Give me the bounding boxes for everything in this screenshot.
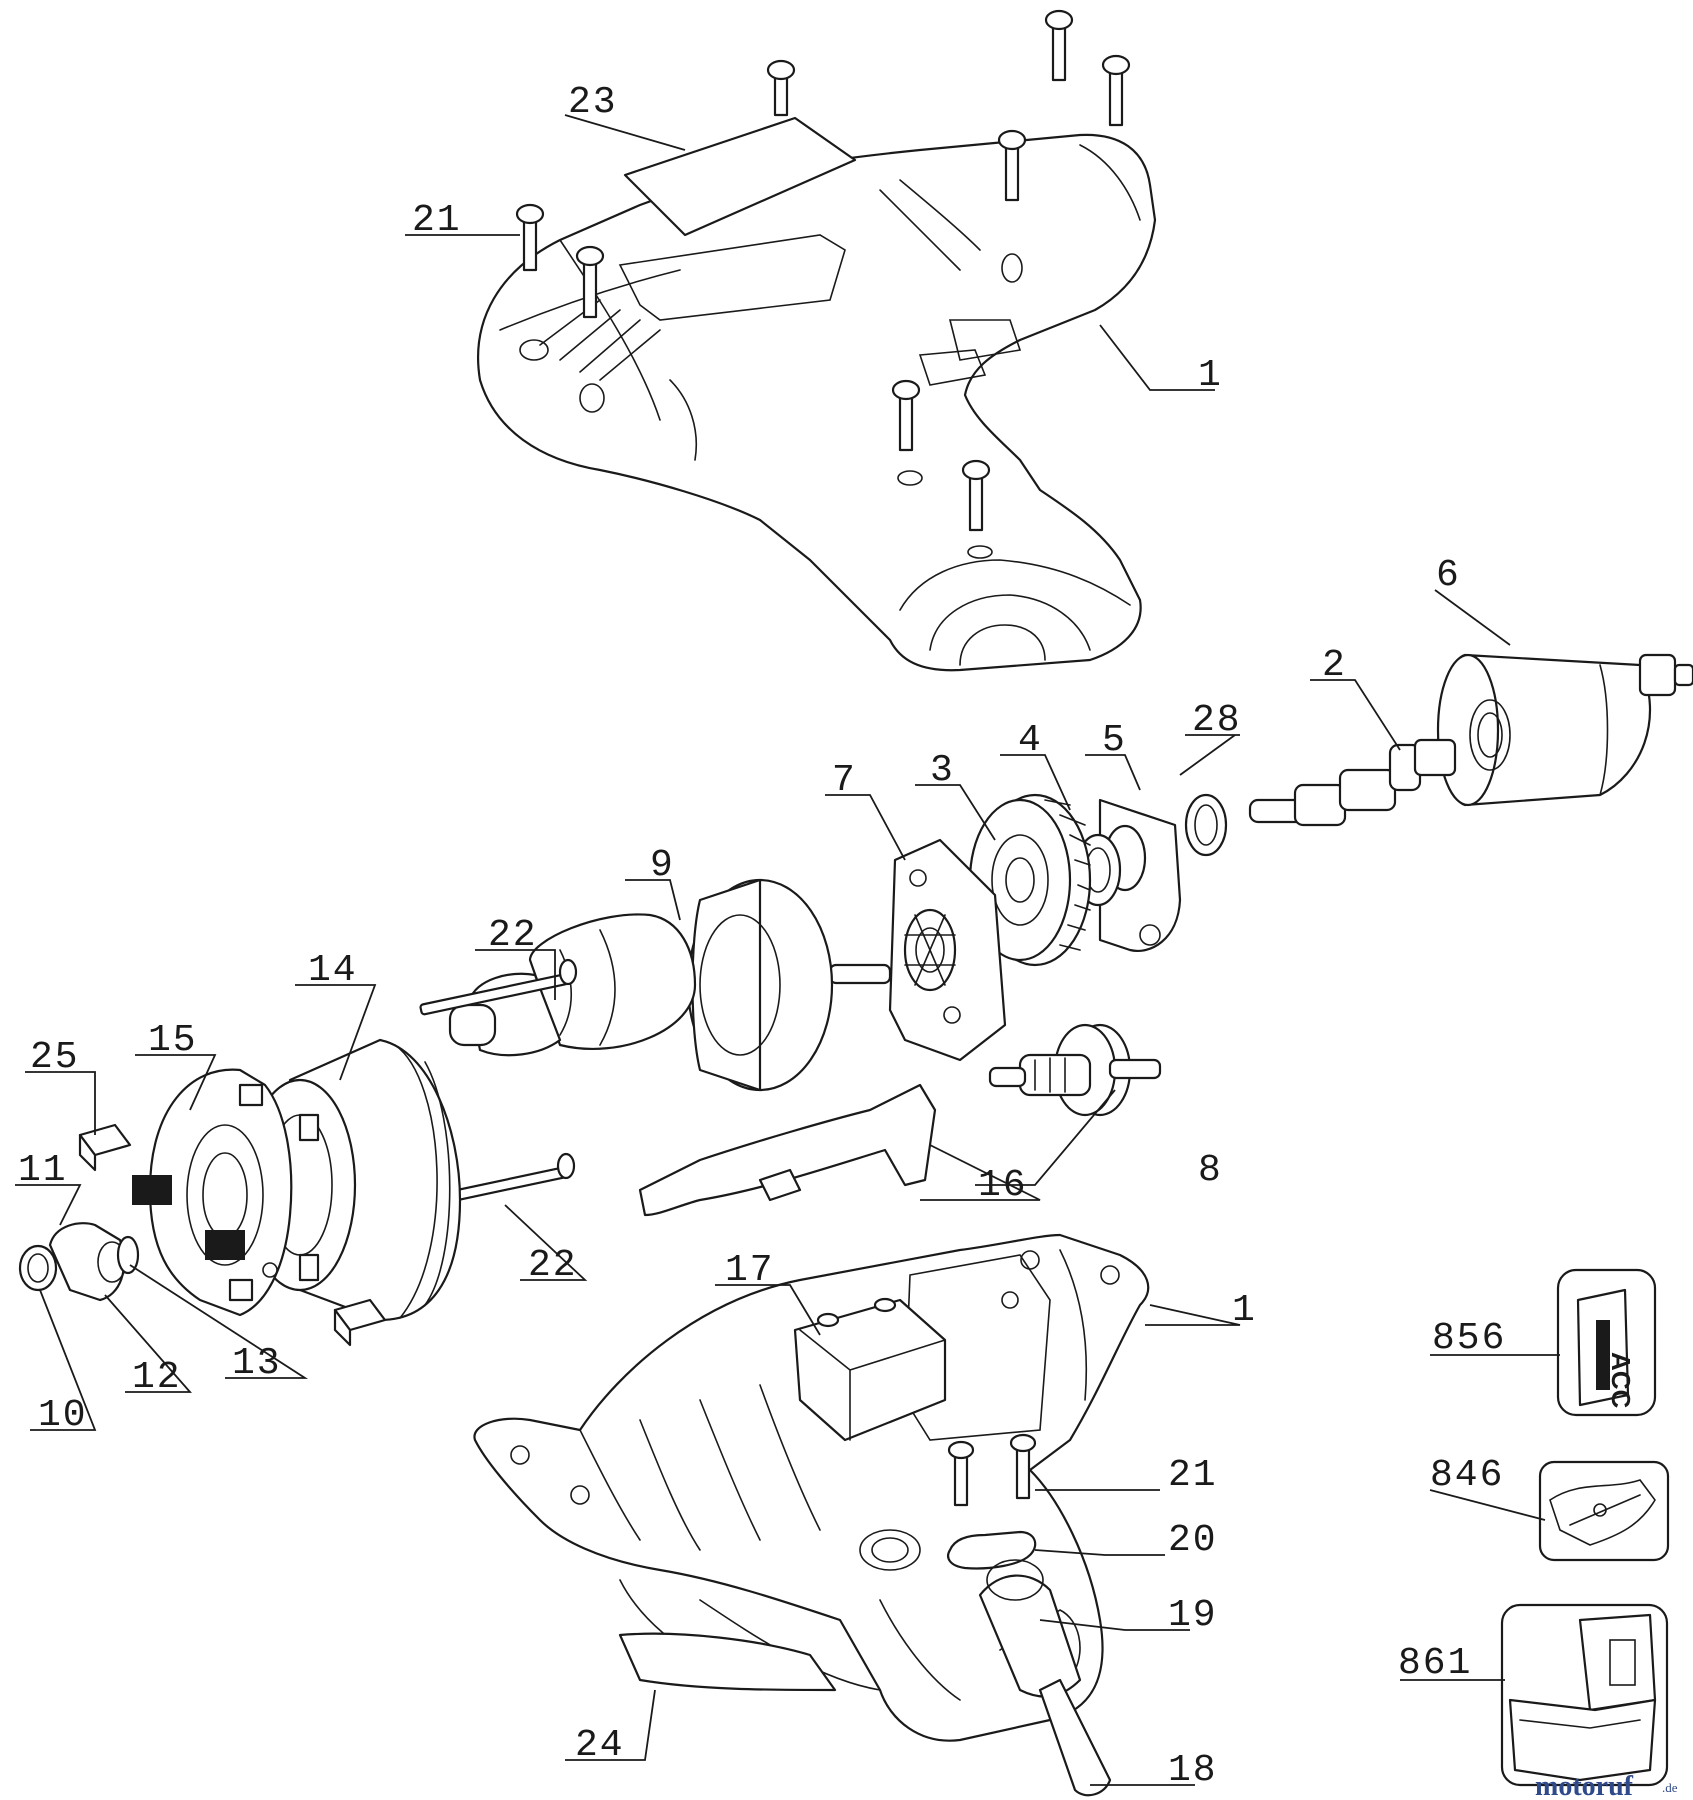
brush-holder-15 <box>132 1068 293 1317</box>
callout-8: 8 <box>1198 1149 1223 1192</box>
callout-22-upper: 22 <box>488 914 538 957</box>
screw <box>766 59 796 117</box>
lower-housing-half <box>473 1233 1150 1742</box>
screw <box>575 245 605 319</box>
callout-21-lower: 21 <box>1168 1454 1218 1497</box>
screw <box>961 459 991 532</box>
end-bearing-assembly <box>18 1222 140 1302</box>
callout-11: 11 <box>18 1149 68 1192</box>
label-plate <box>623 116 857 237</box>
callout-19: 19 <box>1168 1594 1218 1637</box>
callout-5: 5 <box>1102 719 1127 762</box>
watermark-suffix: .de <box>1662 1780 1678 1795</box>
screw <box>1009 1433 1037 1500</box>
callout-25: 25 <box>30 1036 80 1079</box>
accessory-861-case <box>1500 1603 1669 1787</box>
callout-20: 20 <box>1168 1519 1218 1562</box>
screw <box>947 1440 975 1507</box>
brushes <box>78 1123 387 1347</box>
housing-screws-lower <box>947 1433 1037 1507</box>
screw <box>997 129 1027 202</box>
armature <box>448 878 892 1092</box>
bearing-plate-5 <box>1098 798 1182 952</box>
screw <box>1101 54 1131 127</box>
upper-housing-half <box>477 133 1157 672</box>
callout-17: 17 <box>725 1249 775 1292</box>
callout-23: 23 <box>568 81 618 124</box>
callout-1-upper: 1 <box>1198 354 1223 397</box>
screw <box>891 379 921 452</box>
leader-lines <box>15 114 1560 1786</box>
callout-2: 2 <box>1322 644 1347 687</box>
callout-4: 4 <box>1018 719 1043 762</box>
power-cord-19 <box>978 1559 1112 1797</box>
keyless-chuck <box>1436 653 1693 807</box>
callout-6: 6 <box>1436 554 1461 597</box>
callout-856: 856 <box>1432 1317 1506 1360</box>
callout-12: 12 <box>132 1356 182 1399</box>
screw <box>1044 9 1074 82</box>
callout-13: 13 <box>232 1342 282 1385</box>
callout-28: 28 <box>1192 699 1242 742</box>
watermark-brand: motoruf <box>1535 1771 1634 1800</box>
callout-7: 7 <box>832 759 857 802</box>
callout-16: 16 <box>978 1164 1028 1207</box>
callout-22-lower: 22 <box>528 1244 578 1287</box>
callout-846: 846 <box>1430 1454 1504 1497</box>
callout-14: 14 <box>308 949 358 992</box>
trigger-switch-17 <box>793 1297 947 1442</box>
spindle <box>1248 738 1457 827</box>
callout-9: 9 <box>650 844 675 887</box>
callout-21-upper: 21 <box>412 199 462 242</box>
callout-15: 15 <box>148 1019 198 1062</box>
callout-18: 18 <box>1168 1749 1218 1792</box>
callout-1-lower: 1 <box>1232 1289 1257 1332</box>
housing-screws-upper <box>515 9 1131 532</box>
callout-10: 10 <box>38 1394 88 1437</box>
label-24 <box>618 1632 837 1692</box>
callout-861: 861 <box>1398 1642 1472 1685</box>
acc-label-text: ACC <box>1606 1352 1636 1409</box>
pinion-gear-8 <box>988 1023 1162 1117</box>
accessory-846-kit <box>1538 1460 1670 1562</box>
accessory-856-label: ACC <box>1556 1268 1657 1417</box>
switch-lever-16 <box>638 1083 937 1217</box>
callout-3: 3 <box>930 749 955 792</box>
callout-numbers: 23 21 1 6 2 28 5 4 3 7 9 22 14 15 25 11 … <box>18 81 1506 1792</box>
screw <box>515 203 545 272</box>
gear-plate-7 <box>888 838 1007 1062</box>
washer-28 <box>1184 793 1228 857</box>
watermark: motoruf .de <box>1535 1771 1678 1800</box>
callout-24: 24 <box>575 1724 625 1767</box>
